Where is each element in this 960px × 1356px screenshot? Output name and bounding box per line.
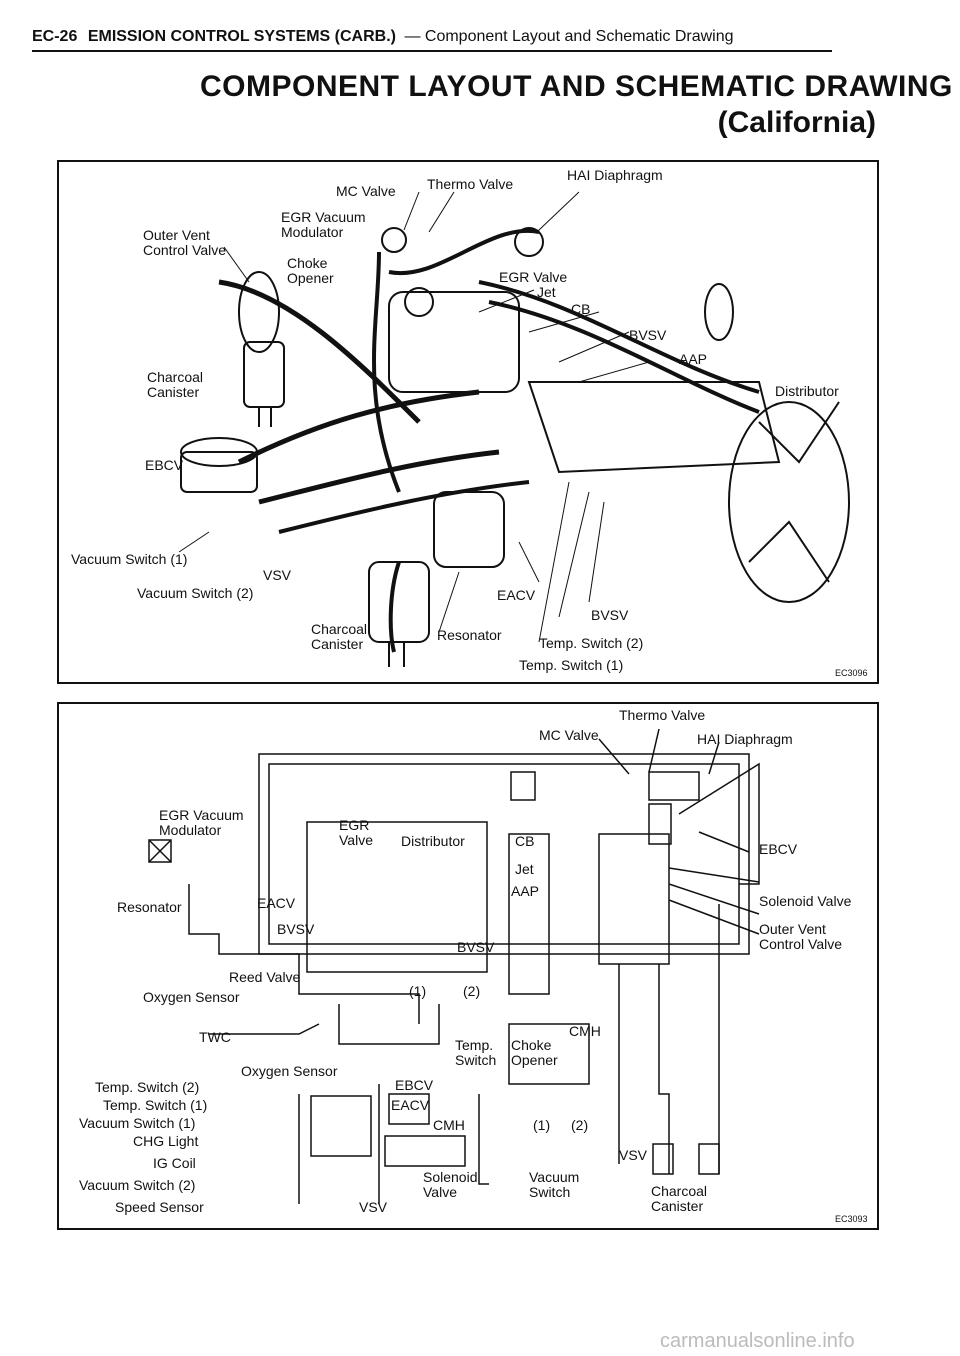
schem-label-vacuum-switch-2: Vacuum Switch (2) <box>79 1177 196 1193</box>
schem-label-vacuum-switch-1: Vacuum Switch (1) <box>79 1115 196 1131</box>
component-layout-diagram: MC Valve Thermo Valve HAI Diaphragm EGR … <box>57 160 879 684</box>
label-eacv: EACV <box>497 587 536 603</box>
schem-label-outer-vent-control-valve: Outer Vent Control Valve <box>759 921 843 952</box>
schem-label-bvsv: BVSV <box>277 921 315 937</box>
label-charcoal-canister-2: Charcoal Canister <box>311 621 368 652</box>
schem-label-ebcv-2: EBCV <box>395 1077 434 1093</box>
schem-label-chg-light: CHG Light <box>133 1133 199 1149</box>
label-ebcv: EBCV <box>145 457 184 473</box>
schem-label-jet: Jet <box>515 861 534 877</box>
schem-label-2: (2) <box>463 983 481 999</box>
label-aap: AAP <box>679 351 708 367</box>
schem-label-thermo-valve: Thermo Valve <box>619 707 706 723</box>
page-title-region: (California) <box>717 106 876 139</box>
page-title: COMPONENT LAYOUT AND SCHEMATIC DRAWING <box>200 70 953 103</box>
schem-label-cmh: CMH <box>569 1023 601 1039</box>
schem-label-bvsv-2: BVSV <box>457 939 495 955</box>
schem-label-cb: CB <box>515 833 535 849</box>
label-bvsv-2: BVSV <box>591 607 629 623</box>
label-egr-vacuum-modulator: EGR Vacuum Modulator <box>281 209 366 240</box>
section-title: EMISSION CONTROL SYSTEMS (CARB.) <box>87 28 396 45</box>
schem-label-temp-switch: Temp. Switch <box>455 1037 497 1068</box>
schem-label-vsv-2: VSV <box>359 1199 388 1215</box>
schem-label-solenoid-valve-2: Solenoid Valve <box>423 1169 478 1200</box>
label-resonator: Resonator <box>437 627 502 643</box>
schem-label-egr-vacuum-modulator: EGR Vacuum Modulator <box>159 807 244 838</box>
schem-label-ig-coil: IG Coil <box>153 1155 196 1171</box>
watermark: carmanualsonline.info <box>660 1330 855 1352</box>
label-hai-diaphragm: HAI Diaphragm <box>567 167 663 183</box>
diagram-code: EC3096 <box>835 668 868 678</box>
schem-label-1: (1) <box>409 983 427 999</box>
schem-label-eacv-2: EACV <box>391 1097 430 1113</box>
schem-label-aap: AAP <box>511 883 540 899</box>
schem-label-temp-switch-1: Temp. Switch (1) <box>103 1097 208 1113</box>
schematic-code: EC3093 <box>835 1214 868 1224</box>
schem-label-vacuum-switch: Vacuum Switch <box>529 1169 580 1200</box>
label-distributor: Distributor <box>775 383 839 399</box>
label-temp-switch-1: Temp. Switch (1) <box>519 657 624 673</box>
label-mc-valve: MC Valve <box>336 183 396 199</box>
schem-label-ebcv: EBCV <box>759 841 798 857</box>
label-egr-valve: EGR Valve <box>499 269 568 285</box>
schem-label-vac-2: (2) <box>571 1117 589 1133</box>
schematic-diagram: Thermo Valve MC Valve HAI Diaphragm EGR … <box>57 702 879 1230</box>
label-vsv: VSV <box>263 567 292 583</box>
schem-label-reed-valve: Reed Valve <box>229 969 301 985</box>
section-subtitle: — Component Layout and Schematic Drawing <box>404 28 734 45</box>
schem-label-mc-valve: MC Valve <box>539 727 599 743</box>
schem-label-vsv: VSV <box>619 1147 648 1163</box>
schem-label-resonator: Resonator <box>117 899 182 915</box>
schem-label-egr-valve: EGR Valve <box>339 817 373 848</box>
label-thermo-valve: Thermo Valve <box>427 176 514 192</box>
schem-label-hai-diaphragm: HAI Diaphragm <box>697 731 793 747</box>
schem-label-choke-opener: Choke Opener <box>511 1037 558 1068</box>
schem-label-speed-sensor: Speed Sensor <box>115 1199 204 1215</box>
label-jet: Jet <box>537 284 556 300</box>
label-charcoal-canister: Charcoal Canister <box>147 369 204 400</box>
page-code: EC-26 <box>32 28 78 45</box>
schematic-lines <box>148 728 760 1204</box>
schem-label-oxygen-sensor: Oxygen Sensor <box>143 989 240 1005</box>
page-header: EC-26 EMISSION CONTROL SYSTEMS (CARB.) —… <box>32 28 832 52</box>
schem-label-distributor: Distributor <box>401 833 465 849</box>
schem-label-charcoal-canister: Charcoal Canister <box>651 1183 708 1214</box>
schem-label-temp-switch-2: Temp. Switch (2) <box>95 1079 200 1095</box>
engine-illustration <box>178 191 850 667</box>
schem-label-eacv: EACV <box>257 895 296 911</box>
schem-label-vac-1: (1) <box>533 1117 551 1133</box>
label-outer-vent-control-valve: Outer Vent Control Valve <box>143 227 227 258</box>
schem-label-oxygen-sensor-2: Oxygen Sensor <box>241 1063 338 1079</box>
label-choke-opener: Choke Opener <box>287 255 334 286</box>
schem-label-solenoid-valve: Solenoid Valve <box>759 893 852 909</box>
label-vacuum-switch-2: Vacuum Switch (2) <box>137 585 254 601</box>
label-bvsv: BVSV <box>629 327 667 343</box>
label-vacuum-switch-1: Vacuum Switch (1) <box>71 551 188 567</box>
schem-label-cmh-2: CMH <box>433 1117 465 1133</box>
label-cb: CB <box>571 301 591 317</box>
label-temp-switch-2: Temp. Switch (2) <box>539 635 644 651</box>
schem-label-twc: TWC <box>199 1029 231 1045</box>
